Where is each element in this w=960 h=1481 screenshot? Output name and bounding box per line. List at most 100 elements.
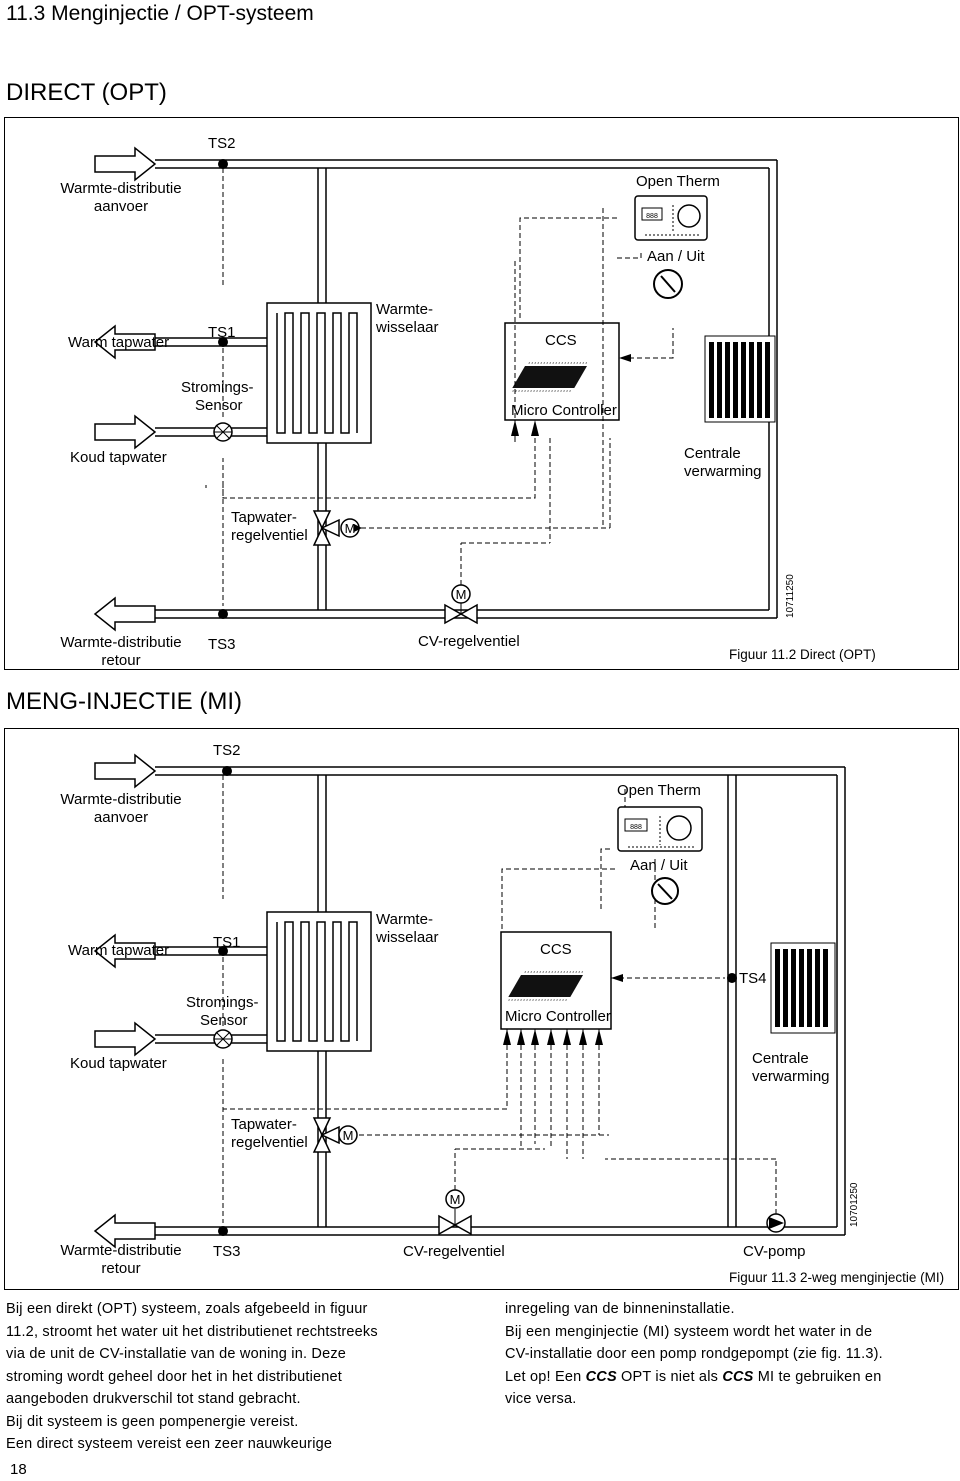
svg-text:Warm tapwater: Warm tapwater [68,334,169,351]
note-line: vice versa. [505,1391,577,1407]
svg-text:Warmte-distributie: Warmte-distributie [60,1242,181,1259]
diagram-labels: TS2 TS1 TS3 Warmte-distributie aanvoer W… [60,135,875,669]
svg-text:wisselaar: wisselaar [375,319,439,336]
temperature-sensors [218,766,737,1236]
svg-text:Warmte-: Warmte- [376,911,433,928]
svg-text:Sensor: Sensor [195,397,243,414]
svg-text:Aan / Uit: Aan / Uit [647,248,705,265]
ts2-sensor-icon [218,159,228,169]
paragraph-line: Bij dit systeem is geen pompenergie vere… [6,1413,299,1430]
mi-schematic: M M [60,742,944,1285]
svg-text:Open Therm: Open Therm [617,782,701,799]
direct-heading: DIRECT (OPT) [6,79,167,106]
svg-text:Warmte-distributie: Warmte-distributie [60,791,181,808]
svg-text:Tapwater-: Tapwater- [231,1116,297,1133]
direct-opt-diagram: M M [4,117,959,670]
cold-tap-arrow-icon [94,414,157,450]
cv-pump-label: CV-pomp [743,1243,806,1260]
cv-valve-icon: M [444,542,550,625]
svg-text:CV-regelventiel: CV-regelventiel [418,633,520,650]
paragraph-line: stroming wordt geheel door het in het di… [6,1368,343,1385]
tap-pipes [155,946,267,1044]
ts1-label: TS1 [208,324,236,341]
radiator-icon [704,335,776,423]
svg-text:Micro Controller: Micro Controller [505,1008,611,1025]
mi-heading: MENG-INJECTIE (MI) [6,688,242,715]
flow-arrows [93,753,157,1249]
svg-text:888: 888 [630,824,642,831]
svg-text:Koud tapwater: Koud tapwater [70,449,167,466]
return-arrow-icon [93,1213,156,1249]
paragraph-line: via de unit de CV-installatie van de won… [6,1346,347,1362]
doc-number: 10701250 [849,1182,860,1227]
cv-valve-icon: M [438,1148,545,1236]
note-line: Let op! Een CCS OPT is niet als CCS MI t… [505,1368,882,1385]
svg-text:Warmte-distributie: Warmte-distributie [60,180,181,197]
ts1-sensor-icon [218,946,228,956]
svg-text:M: M [343,1128,354,1143]
svg-text:M: M [345,521,356,536]
svg-text:Warmte-: Warmte- [376,301,433,318]
tap-valve-icon: M [312,1117,609,1153]
ts1-label: TS1 [213,934,241,951]
radiator-icon [770,942,836,1034]
svg-text:Stromings-: Stromings- [181,379,254,396]
svg-text:CCS: CCS [545,332,577,349]
svg-text:regelventiel: regelventiel [231,1134,308,1151]
svg-text:Micro Controller: Micro Controller [511,402,617,419]
cv-pump-icon [605,1158,786,1233]
svg-text:Centrale: Centrale [684,445,741,462]
ts4-label: TS4 [739,970,767,987]
ccs-controller [222,775,725,1223]
svg-text:Tapwater-: Tapwater- [231,509,297,526]
paragraph-line: 11.2, stroomt het water uit het distribu… [6,1323,378,1340]
svg-text:aanvoer: aanvoer [94,809,148,826]
warm-tap-arrow-icon [93,324,156,360]
warm-tap-arrow-icon [93,933,156,969]
ts3-label: TS3 [213,1243,241,1260]
ts4-sensor-icon [727,973,737,983]
paragraph-line: Een direct systeem vereist een zeer nauw… [6,1436,333,1452]
figure-caption: Figuur 11.3 2-weg menginjectie (MI) [729,1270,944,1285]
svg-text:888: 888 [646,213,658,220]
supply-arrow-icon [94,146,157,182]
open-therm-thermostat-icon: 888 [617,806,703,852]
flow-sensor-icon [213,422,233,442]
page-number: 18 [10,1461,27,1478]
ccs-controller [205,168,674,606]
svg-text:regelventiel: regelventiel [231,527,308,544]
direct-opt-schematic: M M [60,135,875,669]
svg-text:Aan / Uit: Aan / Uit [630,857,688,874]
figure-caption: Figuur 11.2 Direct (OPT) [729,647,876,662]
paragraph-line: CV-installatie door een pomp rondgepompt… [505,1346,883,1362]
body-text-left: Bij een direkt (OPT) systeem, zoals afge… [6,1298,446,1456]
tap-valve-icon: M [312,510,610,546]
diagram-labels: TS2 TS1 TS3 TS4 Warmte-distributie aanvo… [60,742,944,1285]
heat-exchanger [266,302,372,444]
svg-text:Koud tapwater: Koud tapwater [70,1055,167,1072]
mi-diagram: M M [4,728,959,1290]
svg-text:Sensor: Sensor [200,1012,248,1029]
tap-pipes [155,337,267,437]
doc-number: 10711250 [785,574,796,618]
svg-text:Stromings-: Stromings- [186,994,259,1011]
on-off-switch-icon [653,269,683,299]
return-arrow-icon [93,596,156,632]
ccs-emphasis: CCS [585,1368,617,1385]
section-title: 11.3 Menginjectie / OPT-systeem [6,2,314,25]
paragraph-line: inregeling van de binneninstallatie. [505,1301,735,1317]
flow-sensor-icon [213,1029,233,1049]
svg-text:Warm tapwater: Warm tapwater [68,942,169,959]
heat-exchanger [266,911,372,1052]
cold-tap-arrow-icon [94,1021,157,1057]
svg-text:verwarming: verwarming [684,463,762,480]
svg-text:CCS: CCS [540,941,572,958]
pipe-network [155,766,846,1236]
paragraph-line: Bij een direkt (OPT) systeem, zoals afge… [6,1301,368,1317]
pipe-network [155,159,778,619]
svg-text:CV-regelventiel: CV-regelventiel [403,1243,505,1260]
svg-text:verwarming: verwarming [752,1068,830,1085]
svg-text:aanvoer: aanvoer [94,198,148,215]
temperature-sensors [218,159,228,619]
svg-text:Warmte-distributie: Warmte-distributie [60,634,181,651]
